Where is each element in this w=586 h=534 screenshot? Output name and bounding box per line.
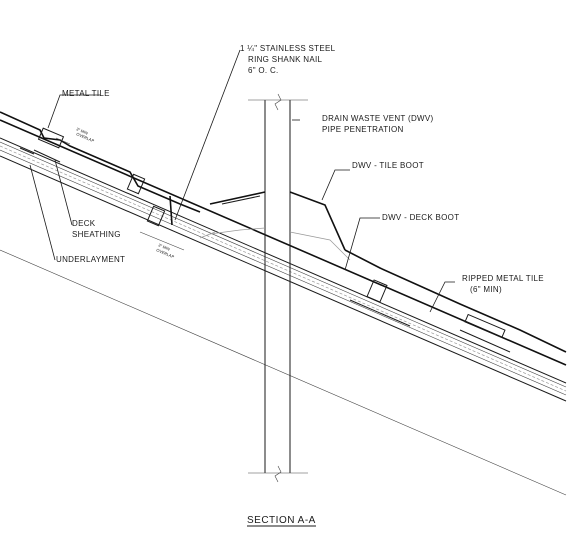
nail-callout: 1 ¼" STAINLESS STEEL RING SHANK NAIL 6" … bbox=[240, 44, 336, 75]
dwv-pipe-callout: DRAIN WASTE VENT (DWV) PIPE PENETRATION bbox=[322, 114, 434, 134]
nail-label-line1: 1 ¼" STAINLESS STEEL bbox=[240, 44, 336, 53]
overlap-dimension-mid: 3" MIN OVERLAP bbox=[139, 231, 185, 259]
leader-lines bbox=[29, 49, 455, 313]
deck-sheathing-label-line2: SHEATHING bbox=[72, 230, 121, 239]
overlap-label-upper-line1: 3" MIN bbox=[76, 126, 89, 135]
section-title: SECTION A-A bbox=[247, 515, 316, 526]
nail-label-line3: 6" O. C. bbox=[248, 66, 279, 75]
ripped-tile-callout: RIPPED METAL TILE (6" MIN) bbox=[462, 274, 544, 294]
metal-tile-profile-upper bbox=[0, 111, 201, 227]
deck-sheathing-callout: DECK SHEATHING bbox=[72, 219, 121, 239]
underlayment-label: UNDERLAYMENT bbox=[56, 255, 125, 264]
tile-boot-label: DWV - TILE BOOT bbox=[352, 161, 424, 170]
metal-tile-profile-lower bbox=[344, 249, 567, 353]
dwv-pipe-label-line2: PIPE PENETRATION bbox=[322, 125, 404, 134]
roof-deck-layers bbox=[0, 119, 567, 496]
deck-boot bbox=[199, 227, 351, 261]
tile-boot bbox=[209, 191, 346, 251]
dwv-pipe bbox=[248, 93, 308, 483]
overlap-label-mid-line1: 3" MIN bbox=[158, 242, 171, 251]
deck-boot-label: DWV - DECK BOOT bbox=[382, 213, 459, 222]
nail-label-line2: RING SHANK NAIL bbox=[248, 55, 323, 64]
deck-sheathing-label-line1: DECK bbox=[72, 219, 96, 228]
dwv-pipe-label-line1: DRAIN WASTE VENT (DWV) bbox=[322, 114, 434, 123]
ripped-tile-label-line1: RIPPED METAL TILE bbox=[462, 274, 544, 283]
section-title-group: SECTION A-A bbox=[247, 515, 316, 527]
ripped-tile-label-line2: (6" MIN) bbox=[470, 285, 502, 294]
ring-shank-nail bbox=[169, 195, 173, 226]
metal-tile-label: METAL TILE bbox=[62, 89, 110, 98]
